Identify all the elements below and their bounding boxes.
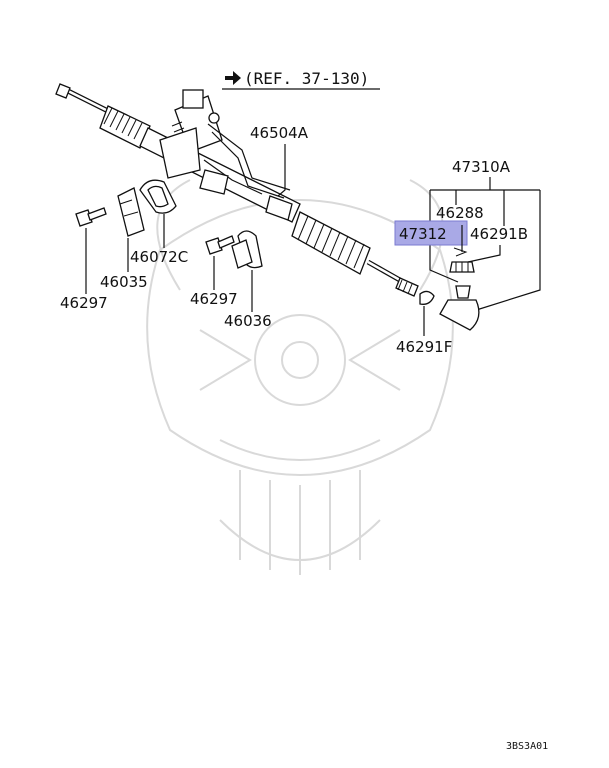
svg-text:46288: 46288 [436, 204, 484, 222]
svg-text:46297: 46297 [190, 290, 238, 308]
svg-text:46291B: 46291B [470, 225, 528, 243]
bolt-drawing-right [205, 235, 235, 255]
tie-rod-end-parts [419, 247, 480, 331]
svg-text:47312: 47312 [399, 225, 447, 243]
svg-text:46036: 46036 [224, 312, 272, 330]
part-label-46291F[interactable]: 46291F [396, 306, 452, 356]
part-label-46291B[interactable]: 46291B [467, 225, 528, 263]
jam-nut-icon [419, 290, 435, 305]
cotter-pin-icon [453, 247, 468, 257]
part-label-46036[interactable]: 46036 [224, 270, 272, 330]
part-label-46035[interactable]: 46035 [100, 238, 148, 291]
bushing-drawing-left [117, 179, 177, 237]
part-label-46288[interactable]: 46288 [436, 204, 484, 222]
reference-text: (REF. 37-130) [244, 69, 369, 88]
svg-text:46035: 46035 [100, 273, 148, 291]
svg-text:46072C: 46072C [130, 248, 188, 266]
svg-text:47310A: 47310A [452, 158, 511, 176]
svg-text:46504A: 46504A [250, 124, 309, 142]
part-label-46297-right[interactable]: 46297 [190, 256, 238, 308]
tie-rod-end-icon [439, 299, 480, 331]
arrow-right-icon [225, 71, 241, 85]
steering-rack-assembly[interactable] [55, 83, 419, 297]
part-label-47312-highlighted[interactable]: 47312 [394, 220, 468, 252]
svg-text:46297: 46297 [60, 294, 108, 312]
figure-code: 3BS3A01 [506, 741, 548, 752]
tie-rod-end-group[interactable]: 47310A [429, 158, 541, 313]
svg-text:46291F: 46291F [396, 338, 452, 356]
part-label-46072C[interactable]: 46072C [130, 214, 188, 266]
part-label-46504A[interactable]: 46504A [250, 124, 309, 197]
bracket-drawing-right [231, 230, 263, 269]
reference-note[interactable]: (REF. 37-130) [222, 69, 380, 90]
bolt-drawing-left [75, 207, 107, 227]
highlight-box [394, 220, 468, 246]
part-label-46297-left[interactable]: 46297 [60, 228, 108, 312]
pinion-valve-body [159, 89, 223, 179]
